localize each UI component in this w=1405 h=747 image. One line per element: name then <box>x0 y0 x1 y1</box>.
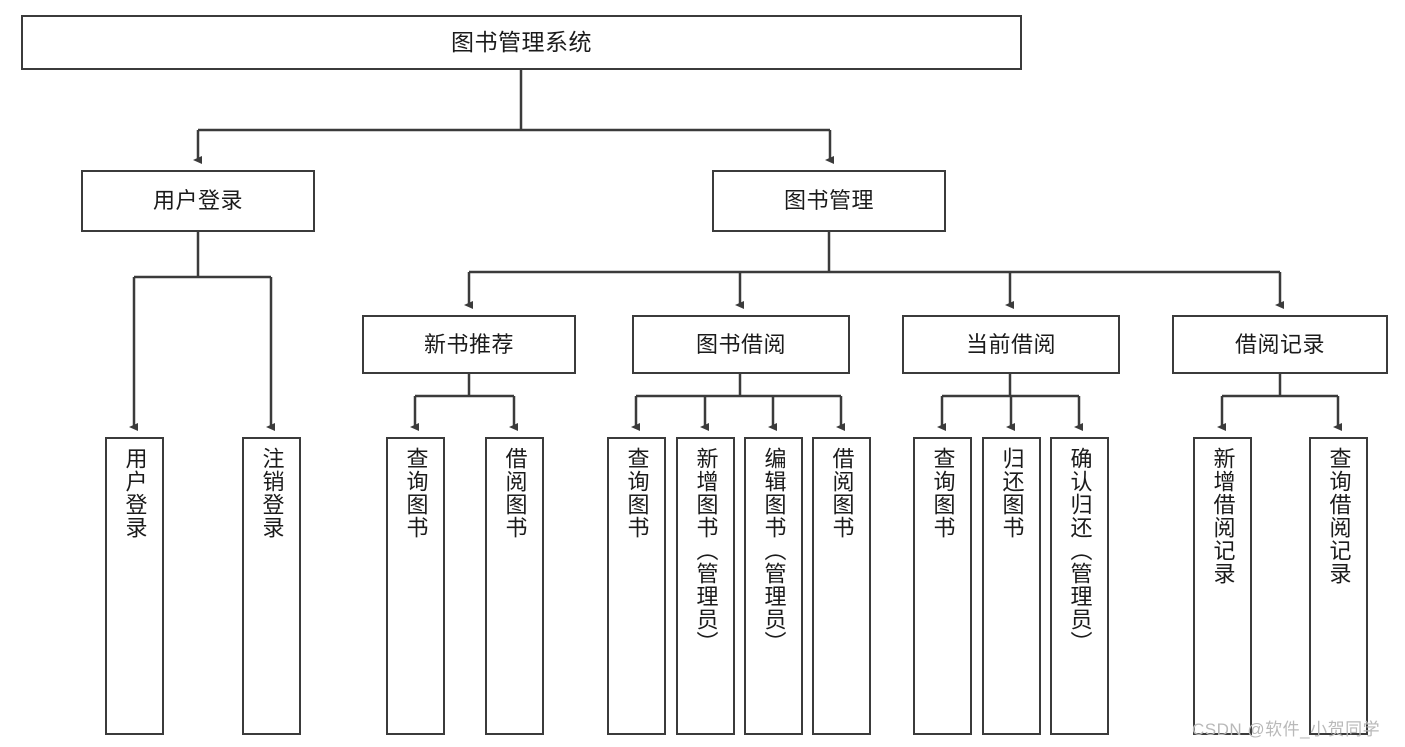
node-current-borrow[interactable]: 当前借阅 <box>902 315 1120 374</box>
leaf-logout-label: 注销登录 <box>259 447 285 539</box>
leaf-edit-book-label: 编辑图书（管理员） <box>761 447 787 654</box>
leaf-add-book[interactable]: 新增图书（管理员） <box>676 437 735 735</box>
node-new-book-recommend[interactable]: 新书推荐 <box>362 315 576 374</box>
node-user-login-label: 用户登录 <box>152 188 243 214</box>
leaf-add-record[interactable]: 新增借阅记录 <box>1193 437 1252 735</box>
node-root-label: 图书管理系统 <box>451 29 592 56</box>
leaf-user-login-label: 用户登录 <box>122 447 148 539</box>
leaf-confirm-return-label: 确认归还（管理员） <box>1067 447 1093 654</box>
leaf-query-record-label: 查询借阅记录 <box>1326 447 1352 585</box>
leaf-return-book-label: 归还图书 <box>999 447 1025 539</box>
leaf-query-book-3-label: 查询图书 <box>930 447 956 539</box>
node-current-borrow-label: 当前借阅 <box>965 331 1056 357</box>
leaf-add-record-label: 新增借阅记录 <box>1210 447 1236 585</box>
node-book-management[interactable]: 图书管理 <box>712 170 946 232</box>
leaf-return-book[interactable]: 归还图书 <box>982 437 1041 735</box>
leaf-borrow-book-1[interactable]: 借阅图书 <box>485 437 544 735</box>
node-borrow-record-label: 借阅记录 <box>1234 331 1325 357</box>
node-user-login[interactable]: 用户登录 <box>81 170 315 232</box>
csdn-watermark: CSDN @软件_小贺同学 <box>1192 720 1381 739</box>
leaf-query-book-1[interactable]: 查询图书 <box>386 437 445 735</box>
leaf-query-record[interactable]: 查询借阅记录 <box>1309 437 1368 735</box>
node-book-borrow[interactable]: 图书借阅 <box>632 315 850 374</box>
node-book-borrow-label: 图书借阅 <box>695 331 786 357</box>
leaf-query-book-1-label: 查询图书 <box>403 447 429 539</box>
node-borrow-record[interactable]: 借阅记录 <box>1172 315 1388 374</box>
leaf-query-book-2-label: 查询图书 <box>624 447 650 539</box>
leaf-logout[interactable]: 注销登录 <box>242 437 301 735</box>
leaf-query-book-3[interactable]: 查询图书 <box>913 437 972 735</box>
node-book-management-label: 图书管理 <box>783 188 874 214</box>
node-new-book-recommend-label: 新书推荐 <box>423 331 514 357</box>
leaf-edit-book[interactable]: 编辑图书（管理员） <box>744 437 803 735</box>
leaf-user-login[interactable]: 用户登录 <box>105 437 164 735</box>
leaf-borrow-book-1-label: 借阅图书 <box>502 447 528 539</box>
leaf-add-book-label: 新增图书（管理员） <box>693 447 719 654</box>
leaf-borrow-book-2[interactable]: 借阅图书 <box>812 437 871 735</box>
leaf-query-book-2[interactable]: 查询图书 <box>607 437 666 735</box>
leaf-confirm-return[interactable]: 确认归还（管理员） <box>1050 437 1109 735</box>
leaf-borrow-book-2-label: 借阅图书 <box>829 447 855 539</box>
node-root[interactable]: 图书管理系统 <box>21 15 1022 70</box>
